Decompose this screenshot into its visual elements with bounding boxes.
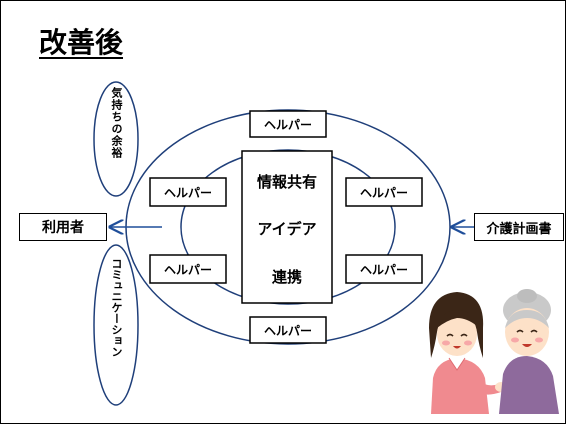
helper-box-top: ヘルパー: [249, 110, 327, 138]
user-box: 利用者: [19, 213, 107, 241]
emotional-margin-label: 気持ちの余裕: [110, 87, 123, 159]
caregiver-figure: [429, 292, 507, 414]
oval-emotional-margin: [93, 81, 139, 197]
helper-label: ヘルパー: [164, 263, 212, 277]
helper-label: ヘルパー: [164, 186, 212, 200]
page-title: 改善後: [39, 26, 124, 59]
helper-label: ヘルパー: [264, 118, 312, 132]
care-plan-box: 介護計画書: [474, 213, 564, 241]
helper-label: ヘルパー: [360, 186, 408, 200]
helper-box-right-upper: ヘルパー: [345, 177, 423, 207]
center-line-idea: アイデア: [257, 220, 316, 238]
helper-label: ヘルパー: [360, 263, 408, 277]
helper-box-bottom: ヘルパー: [249, 316, 327, 344]
center-line-info-sharing: 情報共有: [257, 173, 317, 191]
communication-label: コミュニケーション: [110, 258, 123, 357]
caregiver-and-elderly-woman-illustration: [429, 289, 559, 414]
elderly-woman-figure: [499, 289, 559, 414]
helper-label: ヘルパー: [264, 324, 312, 338]
helper-box-left-upper: ヘルパー: [149, 177, 227, 207]
center-line-cooperation: 連携: [272, 268, 302, 286]
center-box: [241, 150, 333, 304]
helper-box-right-lower: ヘルパー: [345, 254, 423, 284]
helper-box-left-lower: ヘルパー: [149, 254, 227, 284]
inner-ellipse: [180, 149, 396, 305]
oval-communication: [93, 244, 139, 406]
